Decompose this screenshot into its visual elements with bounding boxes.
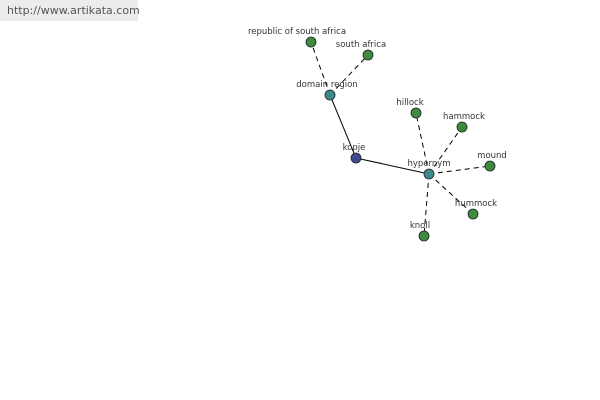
edge-hypernym-to-knoll bbox=[423, 173, 430, 237]
node-republic-of-south-africa-dot[interactable] bbox=[305, 36, 317, 48]
node-knoll[interactable]: knoll bbox=[410, 221, 430, 242]
node-domain-region-dot[interactable] bbox=[324, 89, 336, 101]
node-hummock-label[interactable]: hummock bbox=[455, 199, 497, 209]
node-hypernym-dot[interactable] bbox=[423, 168, 435, 180]
node-hillock-dot[interactable] bbox=[410, 107, 422, 119]
node-hammock[interactable]: hammock bbox=[443, 112, 485, 133]
node-hypernym[interactable]: hypernym bbox=[407, 159, 451, 180]
edge-kopje-to-domain-region bbox=[329, 94, 357, 159]
edge-domain-region-to-south-africa bbox=[329, 54, 369, 96]
node-republic-of-south-africa-label[interactable]: republic of south africa bbox=[248, 27, 346, 37]
node-hillock[interactable]: hillock bbox=[396, 98, 424, 119]
node-mound[interactable]: mound bbox=[477, 151, 507, 172]
node-knoll-label[interactable]: knoll bbox=[410, 221, 430, 231]
node-kopje[interactable]: kopje bbox=[343, 143, 366, 164]
node-knoll-dot[interactable] bbox=[418, 230, 430, 242]
node-hypernym-label[interactable]: hypernym bbox=[407, 159, 450, 169]
node-domain-region[interactable]: domain region bbox=[296, 80, 358, 101]
edges-layer bbox=[310, 41, 491, 237]
edge-domain-region-to-republic-of-south-africa bbox=[310, 41, 331, 96]
edge-hypernym-to-mound bbox=[428, 165, 491, 175]
edge-hypernym-to-hillock bbox=[415, 112, 430, 175]
node-hammock-label[interactable]: hammock bbox=[443, 112, 485, 122]
edge-kopje-to-hypernym bbox=[355, 157, 430, 175]
node-south-africa[interactable]: south africa bbox=[336, 40, 386, 61]
node-hummock[interactable]: hummock bbox=[455, 199, 497, 220]
node-hammock-dot[interactable] bbox=[456, 121, 468, 133]
node-kopje-label[interactable]: kopje bbox=[343, 143, 366, 153]
node-domain-region-label[interactable]: domain region bbox=[296, 80, 357, 90]
node-kopje-dot[interactable] bbox=[350, 152, 362, 164]
node-hillock-label[interactable]: hillock bbox=[396, 98, 423, 108]
node-republic-of-south-africa[interactable]: republic of south africa bbox=[248, 27, 346, 48]
node-hummock-dot[interactable] bbox=[467, 208, 479, 220]
node-mound-label[interactable]: mound bbox=[477, 151, 507, 161]
edge-hypernym-to-hammock bbox=[428, 126, 463, 175]
nodes-layer: kopje domain region hypernym republic of so… bbox=[248, 27, 507, 242]
site-watermark[interactable]: http://www.artikata.com bbox=[0, 0, 140, 21]
node-south-africa-label[interactable]: south africa bbox=[336, 40, 386, 50]
edge-hypernym-to-hummock bbox=[428, 173, 474, 215]
node-south-africa-dot[interactable] bbox=[362, 49, 374, 61]
node-mound-dot[interactable] bbox=[484, 160, 496, 172]
